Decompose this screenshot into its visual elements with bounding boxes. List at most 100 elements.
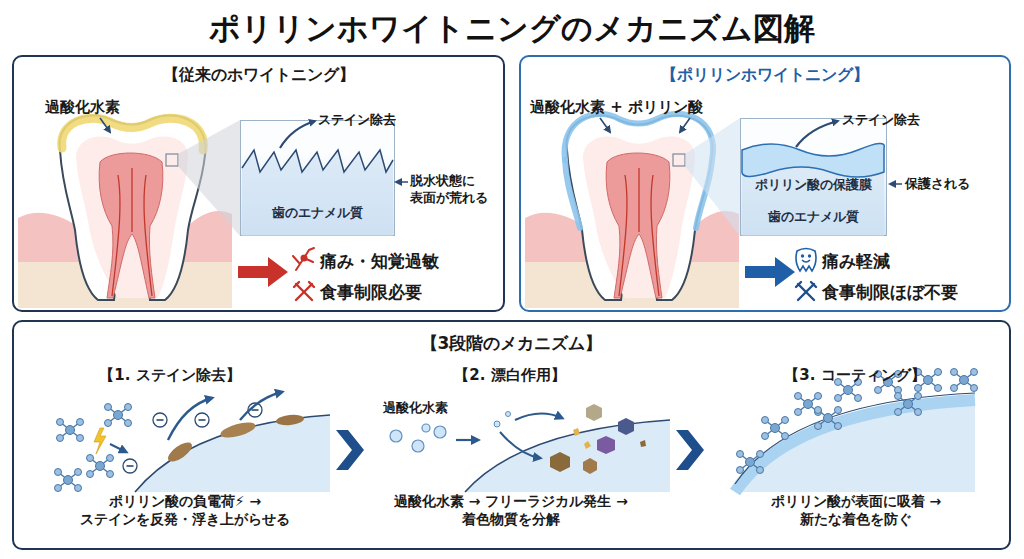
food-icon: [294, 282, 314, 300]
step2-illustration: [597, 436, 615, 454]
gum: [525, 211, 739, 308]
step1-illustration: [55, 469, 82, 492]
step-chevron: [336, 430, 364, 470]
pain-icon: [293, 248, 314, 270]
tooth-illustration: [60, 115, 206, 300]
step1-illustration: [55, 392, 331, 492]
step3-illustration: [815, 407, 842, 430]
leader-line: [600, 118, 610, 132]
result-arrow: [238, 257, 288, 287]
step1-illustration: [110, 444, 126, 452]
food-icon: [296, 284, 312, 300]
food-icon: [296, 284, 312, 300]
tooth-smile-icon: [796, 249, 816, 272]
zoom-marker: [673, 154, 685, 166]
step2-illustration: [500, 432, 540, 458]
tooth-smile-icon: [796, 249, 816, 272]
tooth-smile-icon: [802, 255, 804, 257]
step1-illustration: [135, 415, 330, 492]
step1-illustration: [248, 403, 262, 417]
coating-layer: [565, 160, 580, 228]
tooth-illustration: [567, 115, 713, 300]
food-icon: [798, 284, 814, 300]
chemical-label: 過酸化水素: [45, 98, 155, 118]
step2-illustration: [618, 418, 634, 435]
result-text: 食事制限ほぼ不要: [822, 281, 1002, 303]
step1-illustration: [57, 419, 84, 442]
step2-illustration: [434, 426, 446, 438]
food-icon: [811, 282, 816, 287]
gum: [525, 262, 739, 308]
step2-illustration: [573, 428, 580, 436]
step2-illustration: [390, 404, 670, 492]
pain-icon: [302, 256, 307, 261]
step-chevron: [676, 430, 704, 470]
step2-illustration: [456, 439, 478, 441]
food-icon: [796, 282, 816, 300]
food-icon: [309, 282, 314, 287]
step2-illustration: [390, 430, 402, 442]
zoom-box: ポリリン酸の保護膜歯のエナメル質: [740, 118, 887, 236]
tooth-smile-icon: [809, 255, 811, 257]
step2-illustration: [422, 424, 430, 432]
step2-illustration: [584, 441, 591, 449]
food-icon: [798, 284, 814, 300]
zoom-box: 歯のエナメル質: [240, 120, 395, 236]
callout-label: ステイン除去: [842, 112, 932, 129]
step-heading: 【1. ステイン除去】: [70, 366, 270, 386]
food-icon: [796, 282, 801, 287]
callout-label: 保護される: [905, 176, 1000, 193]
step3-illustration: [735, 369, 978, 493]
zoom-beam: [685, 118, 740, 236]
result-text: 痛み軽減: [822, 250, 1002, 272]
step2-illustration: [586, 404, 602, 421]
step3-illustration: [735, 393, 975, 484]
step3-illustration: [735, 400, 975, 492]
step3-illustration: [895, 393, 922, 416]
step-caption: ポリリン酸が表面に吸着 → 新たな着色を防ぐ: [725, 492, 987, 528]
callout-label: 脱水状態に 表面が荒れる: [410, 173, 498, 207]
callout-label: ステイン除去: [318, 112, 408, 129]
diagram-title: ポリリンホワイトニングのメカニズム図解: [0, 8, 1024, 48]
step-caption: 過酸化水素 → フリーラジカル発生 → 着色物質を分解: [380, 492, 642, 528]
leader-line: [890, 183, 902, 185]
coating-layer: [565, 114, 714, 228]
step2-illustration: [583, 458, 597, 474]
stain-layer: [62, 118, 204, 150]
step2-illustration: [412, 440, 424, 452]
step1-illustration: [240, 392, 282, 420]
food-icon: [294, 282, 299, 287]
step3-illustration: [762, 417, 789, 440]
gum: [18, 211, 232, 308]
step-heading: 【3. コーティング】: [755, 366, 955, 386]
result-arrow: [745, 257, 795, 287]
step2-illustration: [465, 420, 670, 492]
panel-heading: 【ポリリンホワイトニング】: [521, 65, 1009, 86]
gum: [525, 211, 739, 308]
step1-illustration: [153, 413, 167, 427]
step2-illustration: [494, 421, 500, 427]
tooth-smile-icon: [802, 260, 810, 262]
step2-illustration: [640, 440, 646, 447]
zoom-label: 歯のエナメル質: [241, 205, 393, 222]
result-text: 食事制限必要: [320, 281, 500, 303]
step1-illustration: [105, 404, 132, 427]
step1-illustration: [219, 420, 257, 441]
step3-illustration: [795, 393, 822, 416]
step2-illustration: [550, 452, 570, 472]
result-text: 痛み・知覚過敏: [320, 250, 500, 272]
step2-illustration: [465, 420, 670, 492]
step1-illustration: [87, 455, 114, 478]
step1-illustration: [165, 439, 195, 465]
step1-illustration: [195, 413, 209, 427]
zoom-label: 歯のエナメル質: [741, 209, 885, 226]
zoom-label: ポリリン酸の保護膜: [741, 177, 885, 194]
step1-illustration: [276, 414, 305, 427]
leader-line: [396, 181, 408, 183]
leader-line: [680, 118, 690, 132]
pain-icon: [293, 248, 314, 270]
panel-heading: 【従来のホワイトニング】: [14, 65, 503, 86]
gum: [18, 262, 232, 308]
